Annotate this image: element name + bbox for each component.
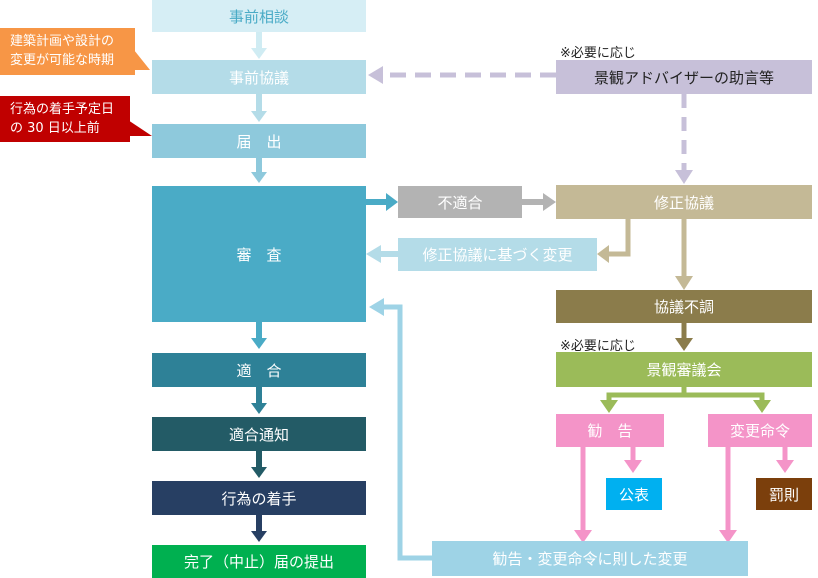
plan-change-line2: 変更が可能な時期 [10,53,115,68]
start-deadline-callout: 行為の着手予定日 の 30 日以上前 [0,96,130,142]
consultation-box: 事前相談 [152,0,366,32]
if-necessary-note-1: ※必要に応じ [560,46,636,61]
review-box: 審 査 [152,186,366,322]
conformity-notice-box: 適合通知 [152,417,366,451]
callout-pointer-deadline [125,118,152,136]
conforming-box: 適 合 [152,353,366,387]
advisor-advice-box: 景観アドバイザーの助言等 [556,60,812,94]
publication-box: 公表 [606,478,662,510]
revision-discussion-box: 修正協議 [556,185,812,219]
if-necessary-note-2: ※必要に応じ [560,339,636,354]
pre-discussion-box: 事前協議 [152,60,366,94]
council-branches [600,387,771,413]
revision-to-failed-arrow [675,219,693,351]
notification-box: 届 出 [152,124,366,158]
callout-pointer-plan [130,45,150,70]
landscape-council-box: 景観審議会 [556,352,812,387]
change-return-arrow [369,298,432,561]
review-to-nonconforming-arrow [366,193,556,211]
completion-box: 完了（中止）届の提出 [152,545,366,578]
revision-return-arrow [366,219,631,263]
plan-change-callout: 建築計画や設計の 変更が可能な時期 [0,28,135,75]
change-based-on-revision-box: 修正協議に基づく変更 [398,238,597,271]
change-order-box: 変更命令 [708,414,812,447]
advisor-arrow [368,66,693,184]
discussion-failed-box: 協議不調 [556,290,812,323]
nonconforming-box: 不適合 [398,186,522,218]
change-per-order-box: 勧告・変更命令に則した変更 [432,541,748,576]
main-connectors [251,32,267,542]
recommendation-box: 勧 告 [556,414,664,447]
pink-branches [574,447,794,543]
start-deadline-line1: 行為の着手予定日 [10,102,115,117]
start-of-act-box: 行為の着手 [152,481,366,515]
start-deadline-line2: の 30 日以上前 [10,121,100,136]
penalty-box: 罰則 [756,478,812,510]
plan-change-line1: 建築計画や設計の [10,34,115,49]
